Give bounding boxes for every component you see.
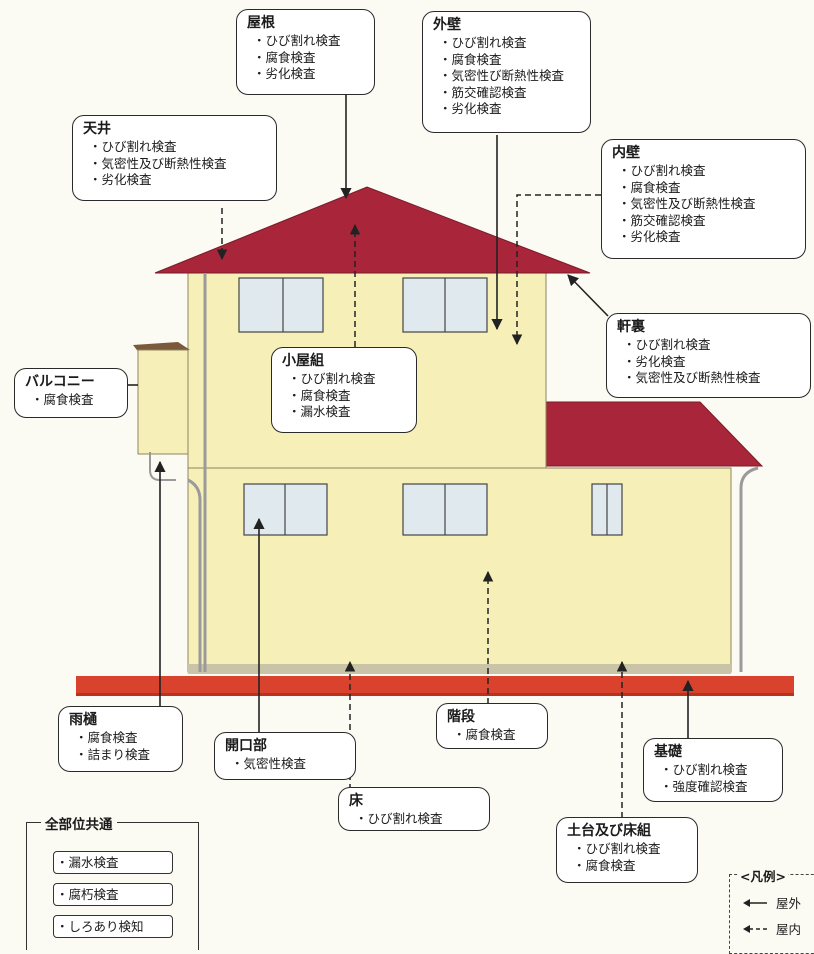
callout-title: 開口部 xyxy=(225,738,267,754)
callout-ceiling: 天井 ひび割れ検査 気密性及び断熱性検査 劣化検査 xyxy=(72,115,277,201)
inspection-item: 筋交確認検査 xyxy=(622,213,796,230)
legend-outdoor-label: 屋外 xyxy=(776,896,802,911)
inspection-item: 劣化検査 xyxy=(93,172,267,189)
inspection-item: 腐食検査 xyxy=(257,50,365,67)
inspection-item: ひび割れ検査 xyxy=(664,762,773,779)
legend-indoor-label: 屋内 xyxy=(776,922,802,937)
callout-stairs: 階段 腐食検査 xyxy=(436,703,548,749)
inspection-item: 劣化検査 xyxy=(443,101,581,118)
callout-title: 雨樋 xyxy=(69,712,97,728)
common-inspections-box: 全部位共通 漏水検査 腐朽検査 しろあり検知 xyxy=(26,813,199,950)
inspection-item: ひび割れ検査 xyxy=(292,371,407,388)
arrow-soffit xyxy=(567,274,609,317)
downpipe-right xyxy=(739,466,759,672)
main-roof xyxy=(154,186,591,274)
callout-roof-frame: 小屋組 ひび割れ検査 腐食検査 漏水検査 xyxy=(271,347,417,433)
dashed-arrow-icon xyxy=(743,924,767,933)
solid-arrow-icon xyxy=(743,898,767,907)
inspection-item: 漏水検査 xyxy=(292,404,407,421)
inspection-item: 気密性検査 xyxy=(235,756,346,773)
common-item: 腐朽検査 xyxy=(53,883,173,906)
callout-gutter: 雨樋 腐食検査 詰まり検査 xyxy=(58,706,183,772)
inspection-item: 腐食検査 xyxy=(457,727,538,744)
callout-title: 階段 xyxy=(447,709,475,725)
callout-opening: 開口部 気密性検査 xyxy=(214,732,356,780)
common-item: しろあり検知 xyxy=(53,915,173,938)
legend-indoor: 屋内 xyxy=(742,919,801,938)
callout-roof: 屋根 ひび割れ検査 腐食検査 劣化検査 xyxy=(236,9,375,95)
callout-sill-floor-frame: 土台及び床組 ひび割れ検査 腐食検査 xyxy=(556,817,698,883)
inspection-item: 筋交確認検査 xyxy=(443,85,581,102)
inspection-item: 詰まり検査 xyxy=(79,747,173,764)
inspection-item: 腐食検査 xyxy=(35,392,118,409)
callout-soffit: 軒裏 ひび割れ検査 劣化検査 気密性及び断熱性検査 xyxy=(606,313,811,398)
ground-strip xyxy=(76,676,794,696)
inspection-item: ひび割れ検査 xyxy=(577,841,688,858)
inspection-item: 気密性及び断熱性検査 xyxy=(622,196,796,213)
callout-title: バルコニー xyxy=(25,374,95,390)
callout-title: 土台及び床組 xyxy=(567,823,651,839)
callout-title: 小屋組 xyxy=(282,353,324,369)
callout-interior-wall: 内壁 ひび割れ検査 腐食検査 気密性及び断熱性検査 筋交確認検査 劣化検査 xyxy=(601,139,806,259)
inspection-item: 腐食検査 xyxy=(292,388,407,405)
inspection-item: 劣化検査 xyxy=(622,229,796,246)
arrow-interior-wall xyxy=(511,194,601,346)
callout-foundation: 基礎 ひび割れ検査 強度確認検査 xyxy=(643,738,783,802)
inspection-item: 気密性及び断熱性検査 xyxy=(627,370,801,387)
inspection-item: ひび割れ検査 xyxy=(359,811,480,828)
callout-title: 軒裏 xyxy=(617,319,645,335)
inspection-item: 劣化検査 xyxy=(627,354,801,371)
balcony-box xyxy=(137,349,189,455)
callout-title: 天井 xyxy=(83,121,111,137)
inspection-item: 気密性及び断熱性検査 xyxy=(93,156,267,173)
callout-title: 床 xyxy=(349,793,363,809)
inspection-item: ひび割れ検査 xyxy=(93,139,267,156)
inspection-item: 腐食検査 xyxy=(622,180,796,197)
inspection-item: 腐食検査 xyxy=(79,730,173,747)
callout-exterior-wall: 外壁 ひび割れ検査 腐食検査 気密性び断熱性検査 筋交確認検査 劣化検査 xyxy=(422,11,591,133)
common-item: 漏水検査 xyxy=(53,851,173,874)
lower-roof xyxy=(545,401,764,467)
inspection-item: ひび割れ検査 xyxy=(257,33,365,50)
inspection-item: 劣化検査 xyxy=(257,66,365,83)
common-title: 全部位共通 xyxy=(41,813,117,833)
inspection-item: 気密性び断熱性検査 xyxy=(443,68,581,85)
window xyxy=(238,277,488,333)
inspection-item: 腐食検査 xyxy=(443,52,581,69)
inspection-item: 腐食検査 xyxy=(577,858,688,875)
legend-title: <凡例> xyxy=(738,866,788,885)
legend: <凡例> 屋外 屋内 xyxy=(729,866,814,954)
inspection-item: ひび割れ検査 xyxy=(443,35,581,52)
callout-title: 内壁 xyxy=(612,145,640,161)
callout-title: 基礎 xyxy=(654,744,682,760)
callout-title: 屋根 xyxy=(247,15,275,31)
inspection-item: ひび割れ検査 xyxy=(622,163,796,180)
callout-title: 外壁 xyxy=(433,17,461,33)
legend-outdoor: 屋外 xyxy=(742,893,801,912)
inspection-item: 強度確認検査 xyxy=(664,779,773,796)
callout-balcony: バルコニー 腐食検査 xyxy=(14,368,128,418)
callout-floor: 床 ひび割れ検査 xyxy=(338,787,490,831)
inspection-item: ひび割れ検査 xyxy=(627,337,801,354)
